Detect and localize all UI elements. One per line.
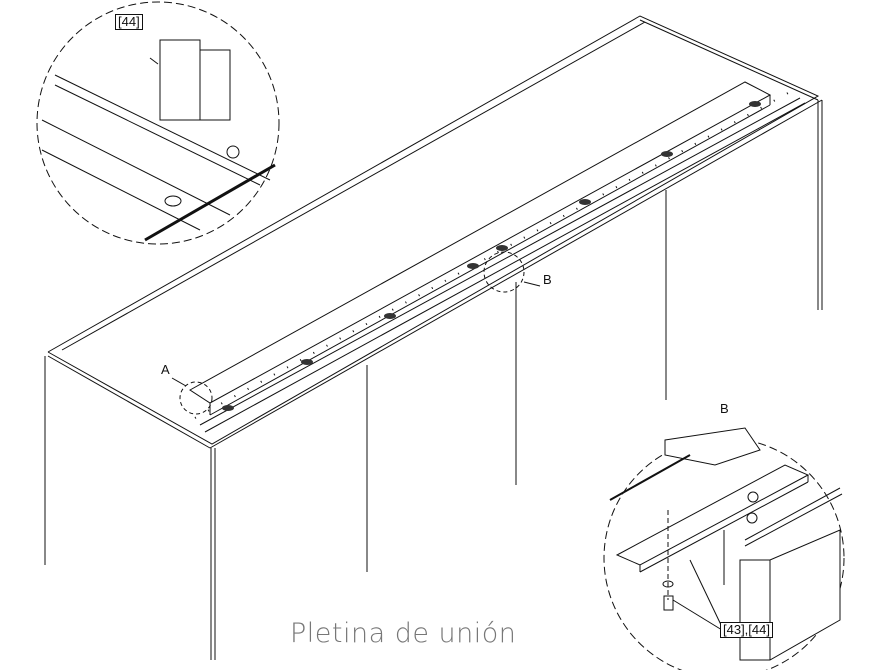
rail-clips <box>222 101 761 411</box>
part-44-label: [44] <box>115 14 143 30</box>
detail-a-view <box>36 1 280 245</box>
detail-b-marker <box>483 251 525 293</box>
detail-b-label: B <box>543 272 552 287</box>
detail-a-label: A <box>161 362 170 377</box>
cabinet-top <box>47 15 823 449</box>
diagram-caption: Pletina de unión <box>290 618 517 649</box>
top-rail <box>189 81 806 433</box>
detail-a-marker <box>179 381 213 415</box>
detail-b-view <box>603 427 845 670</box>
parts-43-44-label: [43],[44] <box>720 622 773 638</box>
cabinet-edges <box>44 100 823 660</box>
detail-b-title: B <box>720 401 729 416</box>
